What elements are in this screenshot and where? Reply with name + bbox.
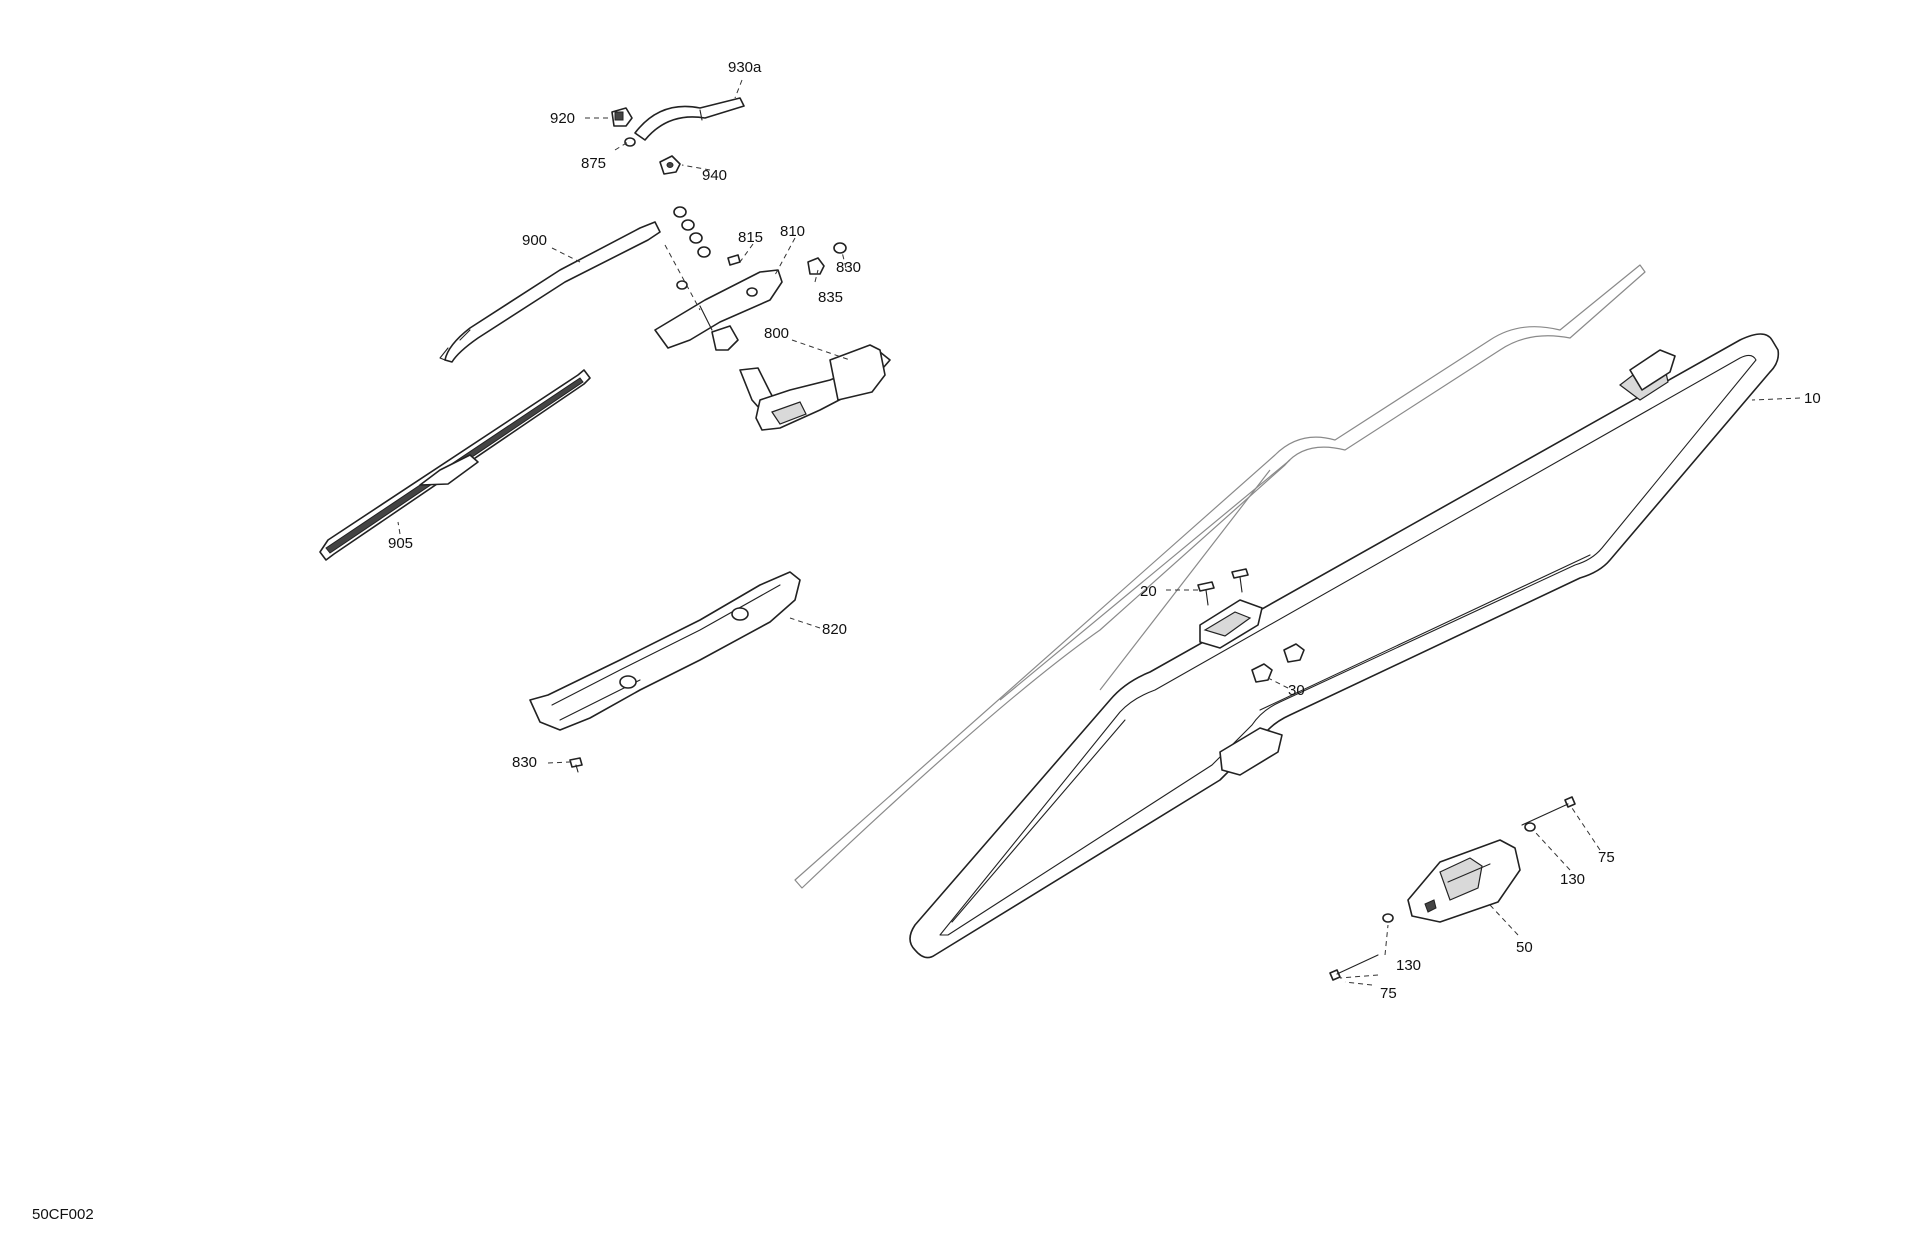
callout-940: 940 [702,167,727,184]
part-930a-washer-hose[interactable] [634,97,745,141]
callout-905: 905 [388,535,413,552]
part-815-stud[interactable] [673,206,741,290]
callout-75-upper: 75 [1598,849,1615,866]
part-830-screw-lower[interactable] [569,757,583,773]
diagram-code: 50CF002 [32,1206,94,1223]
callout-920: 920 [550,110,575,127]
callout-20: 20 [1140,583,1157,600]
part-940-check-valve[interactable] [659,155,681,175]
callout-800: 800 [764,325,789,342]
callout-130-lower: 130 [1396,957,1421,974]
callout-labels: 930a 920 875 940 900 815 810 830 835 800… [388,59,1821,1002]
part-810-bracket[interactable] [654,269,783,349]
callout-815: 815 [738,229,763,246]
callout-875: 875 [581,155,606,172]
callout-820: 820 [822,621,847,638]
part-50-bracket[interactable] [1407,839,1521,923]
callout-830-top: 830 [836,259,861,276]
part-800-wiper-motor[interactable] [711,325,891,431]
callout-130-upper: 130 [1560,871,1585,888]
callout-810: 810 [780,223,805,240]
callout-930a: 930a [728,59,762,76]
callout-900: 900 [522,232,547,249]
part-130-washers[interactable] [1382,822,1536,923]
part-835-nut[interactable] [807,257,825,275]
part-875-grommet[interactable] [624,137,636,147]
part-10-windshield-frame[interactable] [794,264,1780,959]
part-20-screws[interactable] [1197,568,1249,606]
leader-lines [397,79,1801,986]
part-900-wiper-arm[interactable] [439,221,661,363]
callout-10: 10 [1804,390,1821,407]
callout-50: 50 [1516,939,1533,956]
callout-835: 835 [818,289,843,306]
part-905-wiper-blade[interactable] [319,369,591,561]
part-920-nozzle[interactable] [611,107,633,127]
callout-830-lower: 830 [512,754,537,771]
part-75-bolts[interactable] [1329,796,1576,981]
callout-30: 30 [1288,682,1305,699]
callout-75-lower: 75 [1380,985,1397,1002]
part-820-motor-cover[interactable] [529,571,801,731]
part-30-nuts[interactable] [1251,643,1305,683]
part-830-screw-top[interactable] [833,242,847,254]
